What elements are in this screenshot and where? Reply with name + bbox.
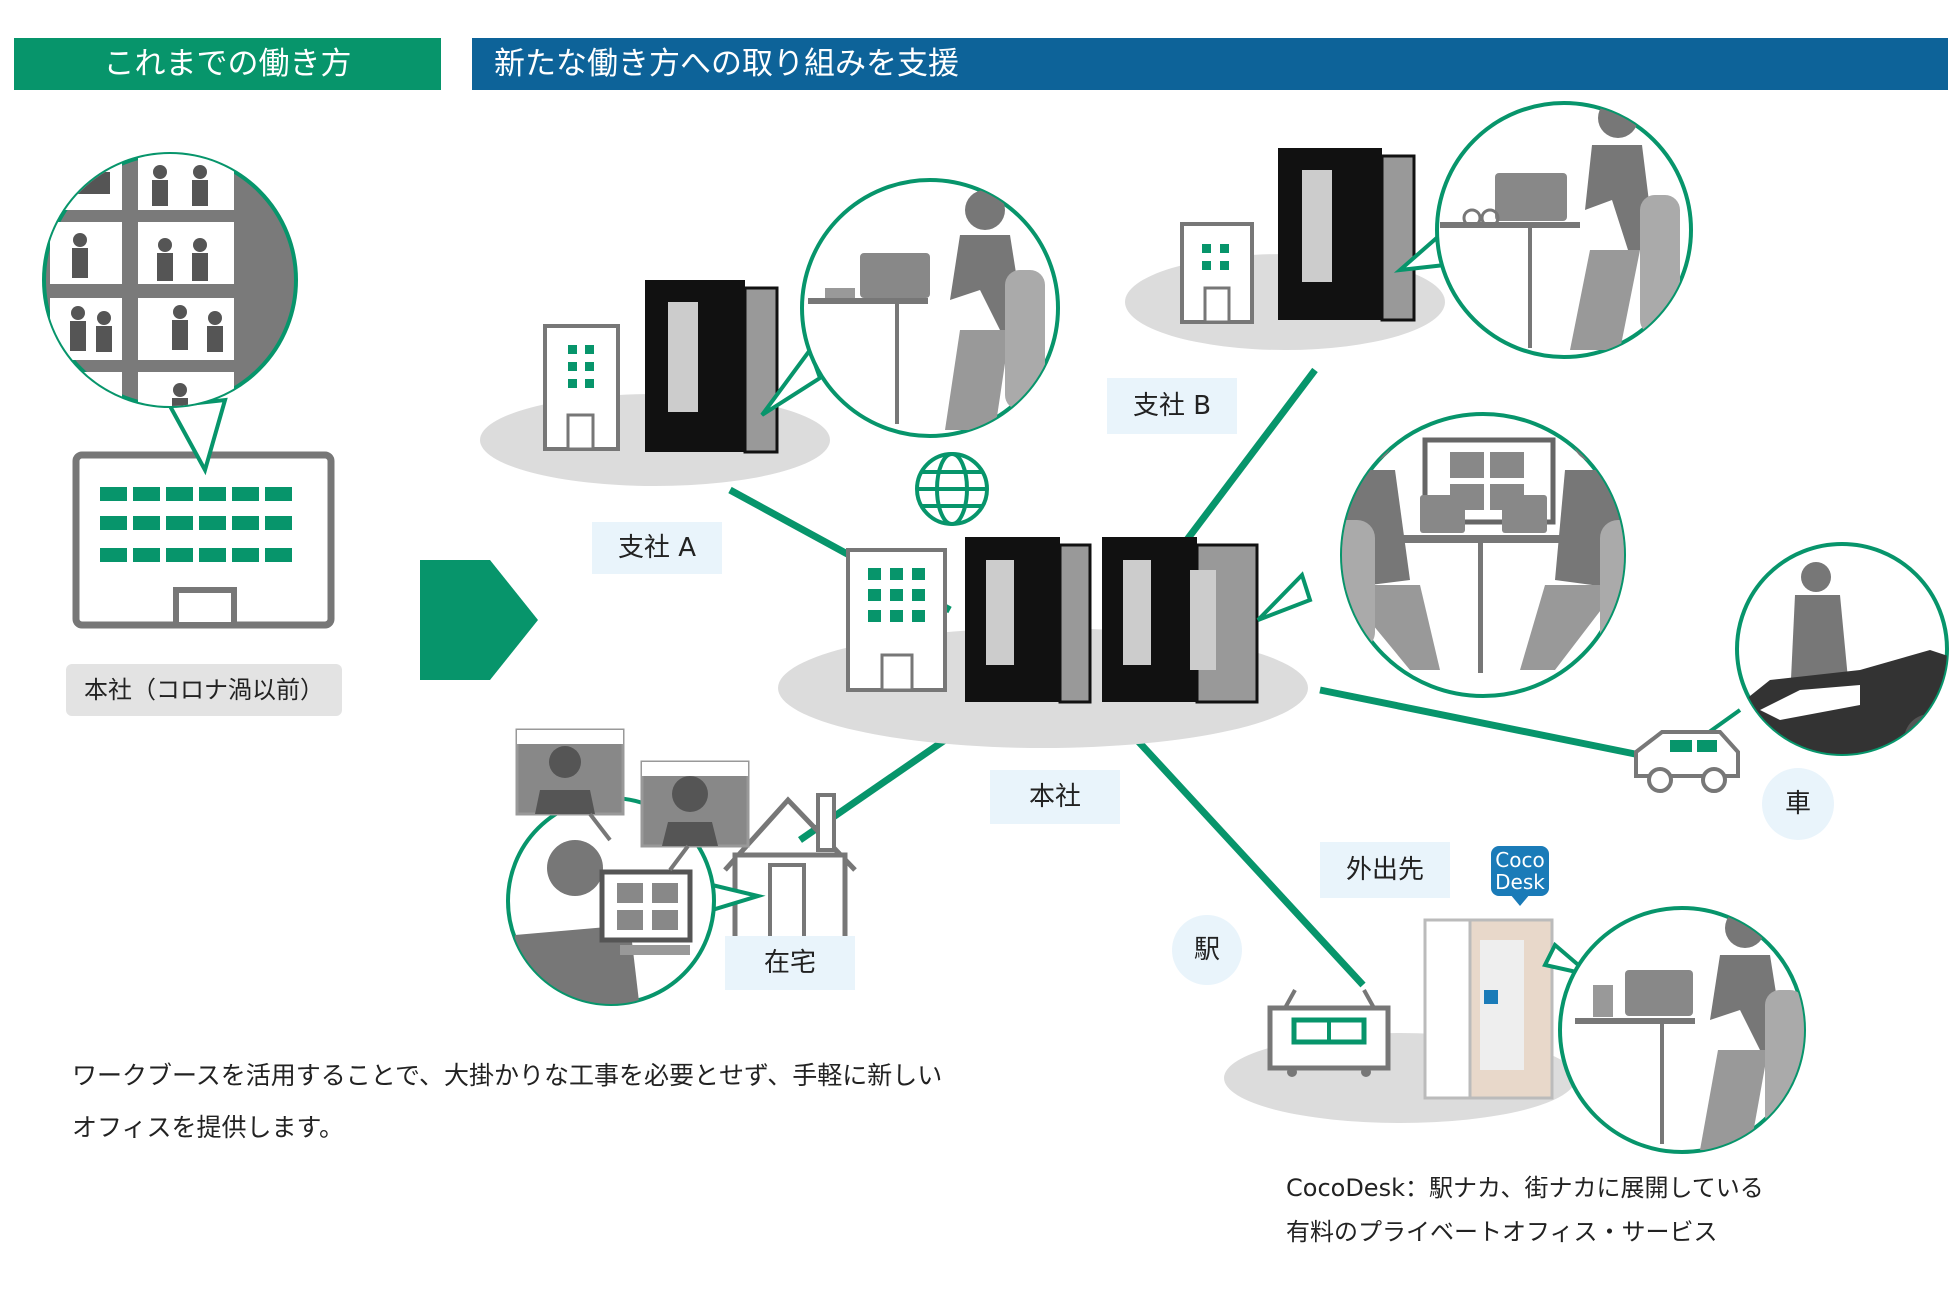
transition-arrow-icon [420, 560, 538, 680]
cocodesk-logo-line1: Coco [1495, 848, 1545, 872]
video-window-man [515, 728, 625, 842]
label-hq-before: 本社（コロナ渦以前） [66, 664, 342, 716]
cocodesk-note-line-1: CocoDesk：駅ナカ、街ナカに展開している [1286, 1174, 1764, 1202]
header-previous-workstyle: これまでの働き方 [14, 38, 441, 90]
branch-a-group [480, 178, 1060, 486]
work-booth-icon [645, 280, 779, 454]
old-hq-group [42, 152, 335, 629]
branch-b-group [1125, 101, 1693, 359]
description-line-1: ワークブースを活用することで、大掛かりな工事を必要とせず、手軽に新しい [72, 1061, 943, 1090]
cocodesk-logo-line2: Desk [1495, 870, 1545, 894]
train-icon [1267, 989, 1391, 1077]
line-hq-branch-b [1180, 367, 1318, 548]
station-group [1224, 906, 1806, 1154]
home-group [506, 728, 857, 1006]
label-branch-b: 支社 B [1107, 378, 1237, 434]
line-hq-car [1319, 686, 1641, 759]
work-booth-icon [1278, 148, 1416, 322]
hq-windows [100, 487, 292, 562]
hq-group [778, 412, 1626, 748]
work-booth-icon [965, 537, 1092, 704]
label-station: 駅 [1172, 915, 1242, 985]
office-grid-scene [50, 154, 234, 406]
car-group [1634, 542, 1949, 793]
label-car: 車 [1762, 768, 1834, 840]
label-outing: 外出先 [1320, 842, 1450, 898]
globe-icon [915, 452, 989, 526]
cocodesk-booth-icon [1423, 918, 1554, 1100]
description-line-2: オフィスを提供します。 [72, 1113, 345, 1142]
header-new-workstyle: 新たな働き方への取り組みを支援 [472, 38, 1948, 90]
video-window-woman [640, 760, 750, 872]
label-home: 在宅 [725, 936, 855, 990]
description-text: ワークブースを活用することで、大掛かりな工事を必要とせず、手軽に新しい オフィス… [72, 1050, 1052, 1154]
line-hq-station [1134, 737, 1366, 988]
cocodesk-logo: Coco Desk [1491, 846, 1549, 896]
cocodesk-logo-pointer [1510, 894, 1530, 906]
label-branch-a: 支社 A [592, 522, 722, 574]
house-icon [723, 793, 857, 950]
label-hq: 本社 [990, 770, 1120, 824]
car-icon [1634, 730, 1740, 793]
cocodesk-note: CocoDesk：駅ナカ、街ナカに展開している 有料のプライベートオフィス・サー… [1286, 1166, 1906, 1254]
work-booth-icon [1102, 537, 1259, 704]
cocodesk-note-line-2: 有料のプライベートオフィス・サービス [1286, 1218, 1718, 1246]
